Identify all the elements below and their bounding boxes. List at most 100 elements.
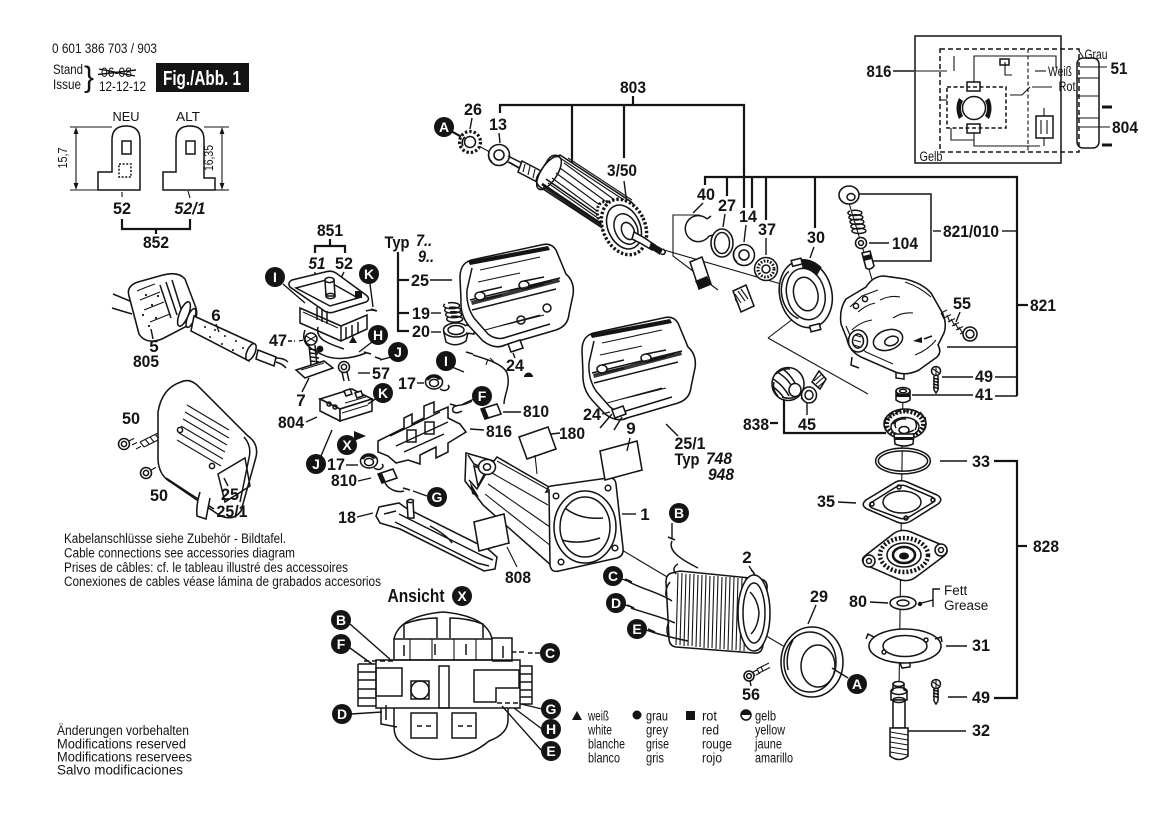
svg-text:F: F — [337, 636, 346, 652]
svg-text:Rot: Rot — [1059, 79, 1076, 94]
svg-text:17: 17 — [398, 374, 416, 393]
svg-text:white: white — [587, 723, 612, 738]
svg-text:52: 52 — [113, 199, 131, 218]
svg-text:24: 24 — [506, 356, 525, 375]
svg-text:13: 13 — [489, 115, 507, 134]
svg-text:yellow: yellow — [755, 723, 785, 738]
svg-text:45: 45 — [798, 415, 816, 434]
svg-text:2: 2 — [742, 548, 751, 567]
svg-text:Grease: Grease — [944, 598, 988, 613]
svg-text:180: 180 — [559, 424, 585, 443]
svg-text:H: H — [546, 721, 556, 737]
svg-text:50: 50 — [150, 486, 168, 505]
svg-text:25: 25 — [411, 271, 429, 290]
svg-text:80: 80 — [849, 592, 867, 611]
svg-text:56: 56 — [742, 685, 760, 704]
svg-text:C: C — [545, 645, 555, 661]
svg-text:25/1: 25/1 — [217, 502, 248, 521]
svg-text:821: 821 — [1030, 296, 1056, 315]
svg-text:Weiß: Weiß — [1048, 64, 1072, 79]
svg-text:32: 32 — [972, 721, 990, 740]
svg-text:804: 804 — [278, 413, 304, 432]
svg-text:Stand: Stand — [53, 62, 83, 77]
svg-text:49: 49 — [972, 688, 990, 707]
svg-text:748: 748 — [706, 449, 732, 468]
svg-text:B: B — [336, 612, 346, 628]
svg-text:810: 810 — [331, 471, 357, 490]
svg-text:816: 816 — [867, 62, 892, 81]
svg-text:25: 25 — [221, 485, 239, 504]
svg-text:55: 55 — [953, 294, 971, 313]
svg-text:1: 1 — [640, 505, 649, 524]
svg-text:Cable connections see accessor: Cable connections see accessories diagra… — [64, 546, 295, 561]
svg-text:A: A — [852, 676, 862, 692]
svg-text:47: 47 — [269, 331, 287, 350]
svg-text:blanco: blanco — [588, 751, 620, 766]
svg-text:24: 24 — [583, 405, 602, 424]
svg-text:D: D — [611, 595, 621, 611]
svg-text:52/1: 52/1 — [175, 199, 206, 218]
svg-text:19: 19 — [412, 304, 430, 323]
svg-text:7: 7 — [296, 391, 305, 410]
svg-text:104: 104 — [892, 234, 918, 253]
svg-text:Kabelanschlüsse siehe Zubehör: Kabelanschlüsse siehe Zubehör - Bildtafe… — [64, 531, 286, 546]
svg-text:weiß: weiß — [587, 709, 609, 724]
svg-text:5: 5 — [149, 337, 158, 356]
svg-text:808: 808 — [505, 568, 531, 587]
svg-text:6: 6 — [211, 306, 220, 325]
svg-text:Grau: Grau — [1085, 47, 1108, 62]
svg-text:17: 17 — [327, 455, 345, 474]
svg-text:50: 50 — [122, 409, 140, 428]
svg-text:41: 41 — [975, 385, 993, 404]
svg-text:Issue: Issue — [53, 77, 81, 92]
svg-text:B: B — [674, 505, 684, 521]
svg-text:26: 26 — [464, 100, 482, 119]
svg-text:805: 805 — [133, 352, 159, 371]
svg-text:Modifications reservees: Modifications reservees — [57, 750, 192, 765]
svg-text:Änderungen vorbehalten: Änderungen vorbehalten — [57, 723, 189, 738]
svg-text:grey: grey — [646, 723, 668, 738]
svg-text:X: X — [457, 588, 467, 604]
svg-text:X: X — [342, 437, 352, 453]
svg-text:J: J — [394, 344, 402, 360]
svg-text:828: 828 — [1033, 537, 1059, 556]
svg-text:35: 35 — [817, 492, 835, 511]
svg-text:rouge: rouge — [702, 737, 732, 752]
svg-text:852: 852 — [143, 233, 169, 252]
svg-text:810: 810 — [523, 402, 549, 421]
svg-text:52: 52 — [335, 254, 353, 273]
svg-text:Fig./Abb. 1: Fig./Abb. 1 — [163, 68, 241, 90]
svg-text:grise: grise — [646, 737, 669, 752]
svg-text:Typ: Typ — [675, 450, 700, 469]
svg-text:A: A — [439, 119, 449, 135]
svg-text:rojo: rojo — [702, 751, 722, 766]
svg-text:16,35: 16,35 — [201, 145, 216, 171]
svg-text:NEU: NEU — [113, 109, 140, 124]
svg-text:red: red — [702, 723, 719, 738]
svg-text:Ansicht: Ansicht — [388, 586, 445, 606]
svg-text:Gelb: Gelb — [920, 149, 943, 164]
svg-text:D: D — [337, 706, 347, 722]
svg-text:gris: gris — [646, 751, 664, 766]
svg-text:20: 20 — [412, 322, 430, 341]
svg-text:9..: 9.. — [418, 247, 434, 266]
svg-text:821/010: 821/010 — [943, 222, 999, 241]
svg-text:9: 9 — [626, 419, 635, 438]
svg-text:K: K — [364, 266, 374, 282]
svg-text:}: } — [84, 61, 94, 94]
svg-text:29: 29 — [810, 587, 828, 606]
svg-text:K: K — [378, 385, 388, 401]
svg-text:0 601 386 703 / 903: 0 601 386 703 / 903 — [52, 41, 157, 56]
svg-text:15,7: 15,7 — [55, 148, 70, 169]
svg-text:Fett: Fett — [944, 583, 968, 598]
svg-text:Typ: Typ — [385, 233, 410, 252]
svg-text:33: 33 — [972, 452, 990, 471]
svg-text:27: 27 — [718, 196, 736, 215]
svg-text:816: 816 — [486, 422, 512, 441]
svg-text:jaune: jaune — [754, 737, 782, 752]
svg-text:gelb: gelb — [755, 709, 776, 724]
svg-text:49: 49 — [975, 367, 993, 386]
svg-text:blanche: blanche — [588, 737, 625, 752]
svg-text:G: G — [432, 489, 443, 505]
svg-text:Modifications reserved: Modifications reserved — [57, 737, 186, 752]
